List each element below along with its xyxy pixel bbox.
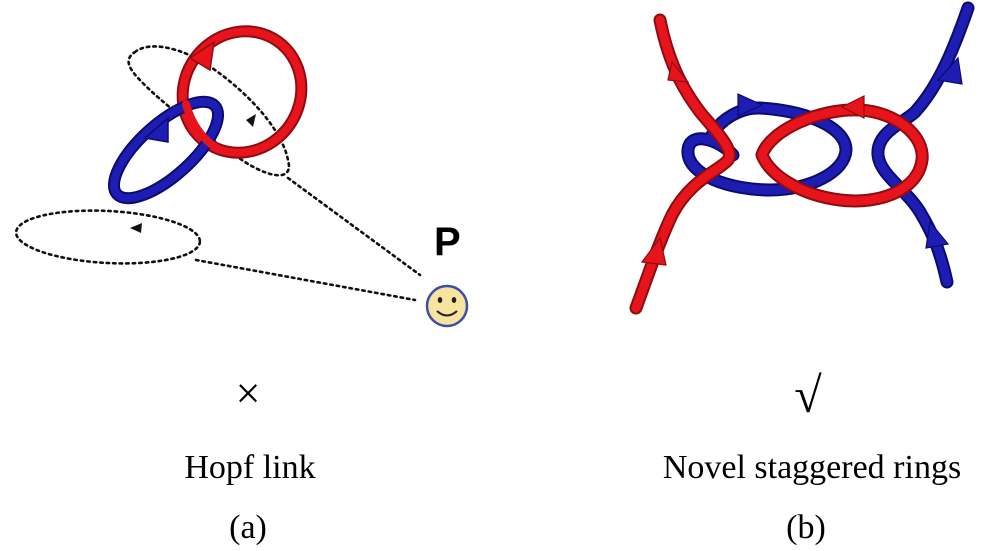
red-ring: [176, 25, 308, 159]
blue-ring: [107, 95, 225, 205]
red-strand-lower-arrow-icon: [640, 236, 667, 266]
red-ring-top-arrow-icon: [840, 95, 865, 119]
observer-label: P: [434, 220, 461, 264]
panel-b: √ Novel staggered rings (b): [629, 1, 975, 546]
panel-a-caption: Hopf link: [184, 449, 315, 486]
panel-a-tag: (a): [229, 509, 267, 546]
upper-loop-arrow-icon: [246, 114, 256, 127]
panel-b-tag: (b): [786, 509, 826, 546]
lower-sight-line: [194, 258, 417, 302]
blue-ring-arrow-icon: [143, 116, 169, 143]
panel-b-verdict-mark: √: [794, 367, 822, 423]
panel-a: P × Hopf link (a): [14, 25, 469, 546]
red-strand-upper-arrow-icon: [667, 60, 690, 83]
panel-a-verdict-mark: ×: [236, 369, 261, 418]
smiley-face-icon: [425, 284, 469, 328]
blue-strand-upper-arrow-icon: [936, 56, 963, 85]
blue-strand: [681, 1, 975, 289]
dotted-projection-paths: [14, 45, 422, 302]
panel-b-caption: Novel staggered rings: [663, 449, 961, 486]
blue-strand-lower-arrow-icon: [925, 220, 950, 249]
lower-loop-arrow-icon: [130, 223, 142, 233]
upper-sight-line: [286, 176, 422, 277]
red-ring-arrow-icon: [188, 40, 215, 72]
blue-ring-top-arrow-icon: [737, 93, 764, 117]
red-ring-overpass: [182, 100, 224, 154]
lower-dotted-loop: [14, 209, 202, 265]
